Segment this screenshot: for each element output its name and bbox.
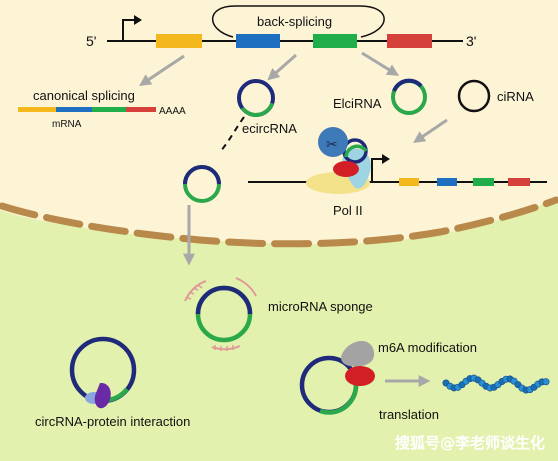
mrna-label: mRNA [52, 119, 82, 130]
arrow-to-pol2 [413, 118, 448, 144]
protein-interaction-label: circRNA-protein interaction [35, 414, 190, 429]
translation-ring [299, 340, 375, 415]
elcirna-label: ElciRNA [333, 96, 382, 111]
arrow-elcirna [361, 51, 400, 76]
canonical-splicing-label: canonical splicing [33, 88, 135, 103]
back-splicing-loop [211, 5, 385, 38]
peptide-bead [542, 378, 550, 386]
back-splicing-label: back-splicing [257, 14, 332, 29]
arrow-ecircrna [267, 53, 297, 81]
three-prime-label: 3' [466, 33, 476, 49]
watermark: 搜狐号@李老师谈生化 [395, 434, 545, 452]
protein-interaction-ring [69, 336, 137, 409]
elcirna-ring [391, 78, 427, 115]
exon-yellow [156, 34, 202, 48]
peptide-chain [442, 374, 550, 394]
mature-mrna [18, 107, 156, 112]
exon-blue [236, 34, 280, 48]
pol2-label: Pol II [333, 203, 363, 218]
nuclear-membrane [0, 196, 558, 248]
red-factor [333, 161, 359, 177]
nuclear-export-path [219, 116, 245, 153]
cirna-label: ciRNA [497, 89, 534, 104]
ecircrna-label: ecircRNA [242, 121, 297, 136]
exon-red [387, 34, 432, 48]
microrna-sponge-ring [184, 277, 257, 351]
arrow-canonical [139, 54, 185, 86]
svg-text:✂: ✂ [326, 137, 338, 153]
exon-green [313, 34, 357, 48]
ecircrna-ring [237, 79, 275, 117]
snrnp-ball [318, 127, 348, 157]
pre-mrna-gene [107, 15, 463, 48]
m6a-label: m6A modification [378, 340, 477, 355]
protein-blob-purple [94, 382, 111, 409]
microrna-strand [235, 277, 257, 297]
nuclear-circrna-ring [183, 165, 221, 203]
five-prime-label: 5' [86, 33, 96, 49]
polya-tail-label: AAAA [159, 106, 186, 117]
pol2-complex: ✂ [248, 127, 547, 194]
cirna-ring [457, 79, 491, 113]
m6a-red [345, 366, 375, 386]
translation-label: translation [379, 407, 439, 422]
microrna-sponge-label: microRNA sponge [268, 299, 373, 314]
transcription-start-arrow [122, 19, 138, 41]
ribosome-gray [341, 340, 375, 367]
